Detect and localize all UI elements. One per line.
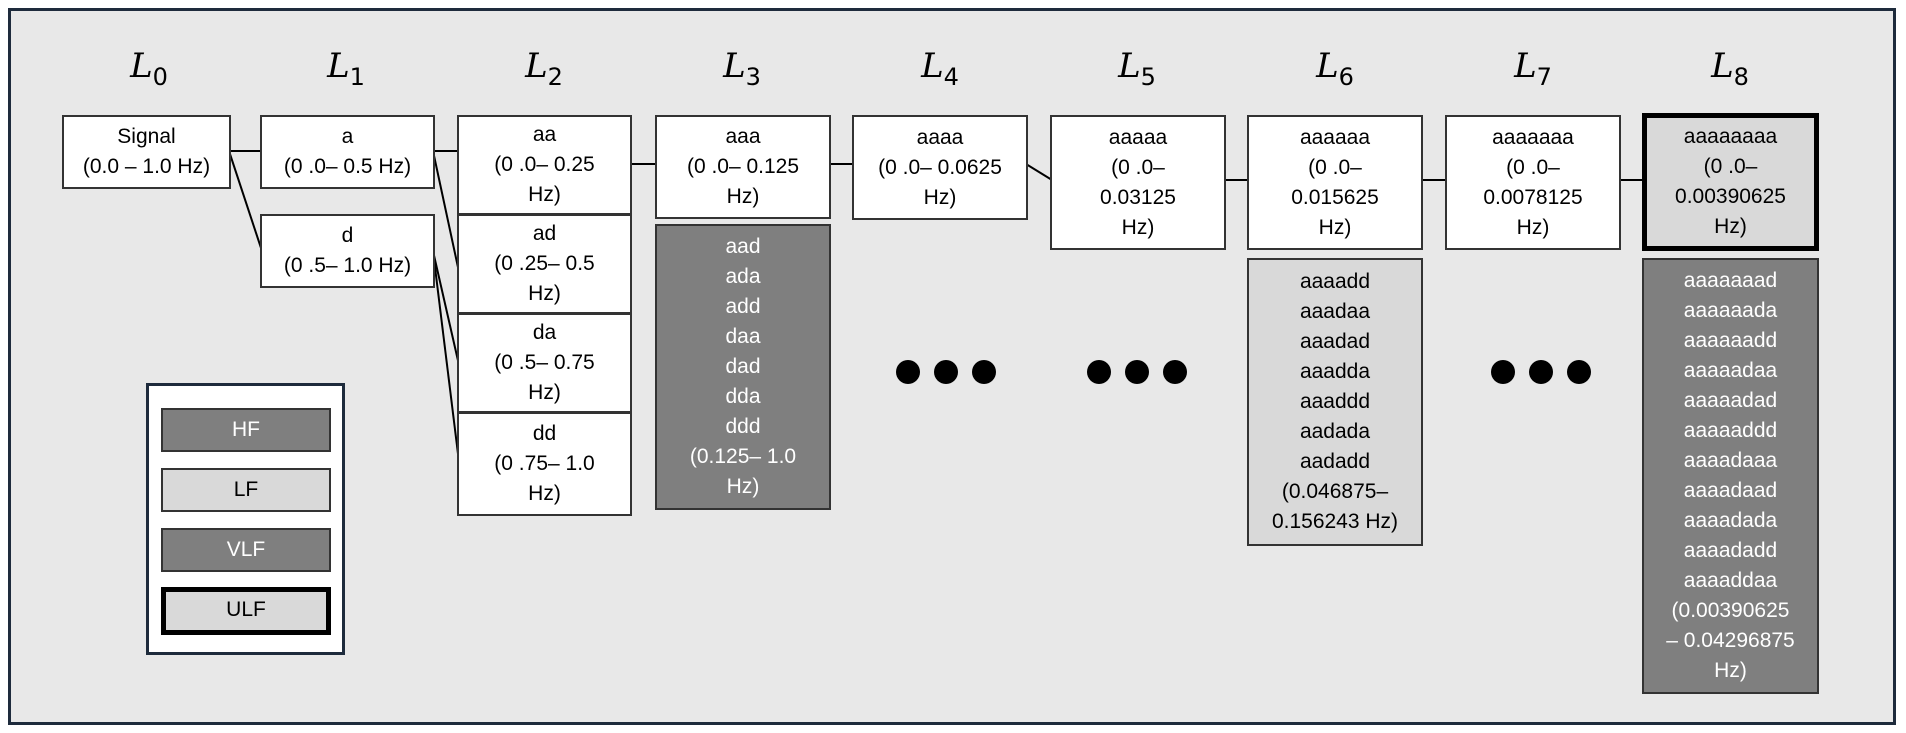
level-label-l1: L1 (327, 46, 365, 91)
node-aaaa: aaaa (0 .0– 0.0625 Hz) (852, 115, 1028, 220)
level-label-l4: L4 (921, 46, 959, 91)
group-l8-vlf: aaaaaaad aaaaaada aaaaaadd aaaaadaa aaaa… (1642, 258, 1819, 694)
node-a: a (0 .0– 0.5 Hz) (260, 115, 435, 189)
ellipsis-dots-l5 (1087, 360, 1187, 384)
legend-label-vlf: VLF (226, 538, 266, 561)
node-d: d (0 .5– 1.0 Hz) (260, 214, 435, 288)
level-label-l5: L5 (1118, 46, 1156, 91)
node-range: (0 .0– 0.00390625 Hz) (1675, 155, 1786, 238)
node-aaaaaaa: aaaaaaa (0 .0– 0.0078125 Hz) (1445, 115, 1621, 250)
node-range: (0.0 – 1.0 Hz) (82, 155, 211, 178)
level-label-l6: L6 (1316, 46, 1354, 91)
legend-item-hf: HF (161, 408, 331, 452)
node-aa: aa (0 .0– 0.25 Hz) (457, 115, 632, 215)
dot (1491, 360, 1515, 384)
legend-label-ulf: ULF (226, 598, 266, 621)
dot (1125, 360, 1149, 384)
level-label-l2: L2 (525, 46, 563, 91)
node-range: (0 .0– 0.5 Hz) (283, 155, 412, 178)
link-d-da (432, 250, 460, 366)
group-list: aaaadd aaadaa aaadad aaadda aaaddd aadad… (1271, 270, 1399, 533)
level-label-l3: L3 (723, 46, 761, 91)
node-code: Signal (117, 125, 176, 148)
ellipsis-dots-l7 (1491, 360, 1591, 384)
link-a-ad (432, 150, 460, 273)
node-aaaaaaaa: aaaaaaaa (0 .0– 0.00390625 Hz) (1642, 113, 1819, 251)
node-range: (0 .0– 0.25 Hz) (494, 153, 595, 206)
node-range: (0 .5– 0.75 Hz) (494, 351, 595, 404)
legend-label-lf: LF (233, 478, 259, 501)
node-ad: ad (0 .25– 0.5 Hz) (457, 214, 632, 314)
link-aaaa-aaaaa (1025, 163, 1053, 181)
node-code: aa (532, 123, 557, 146)
node-da: da (0 .5– 0.75 Hz) (457, 313, 632, 413)
node-range: (0 .25– 0.5 Hz) (494, 252, 595, 305)
node-code: aaaa (916, 125, 964, 149)
legend-item-vlf: VLF (161, 528, 331, 572)
node-range: (0 .0– 0.0078125 Hz) (1483, 155, 1583, 239)
node-code: aaaaaaaa (1683, 125, 1778, 148)
link-signal-d (228, 150, 263, 252)
dot (972, 360, 996, 384)
node-range: (0 .0– 0.03125 Hz) (1100, 155, 1176, 239)
ellipsis-dots-l4 (896, 360, 996, 384)
dot (896, 360, 920, 384)
group-l6-lf: aaaadd aaadaa aaadad aaadda aaaddd aadad… (1247, 258, 1423, 546)
legend-item-lf: LF (161, 468, 331, 512)
node-range: (0 .0– 0.015625 Hz) (1291, 155, 1379, 239)
node-code: dd (532, 422, 557, 445)
node-range: (0 .0– 0.125 Hz) (686, 155, 800, 208)
node-signal: Signal (0.0 – 1.0 Hz) (62, 115, 231, 189)
node-code: ad (532, 222, 557, 245)
dot (1163, 360, 1187, 384)
node-aaaaaa: aaaaaa (0 .0– 0.015625 Hz) (1247, 115, 1423, 250)
legend-item-ulf: ULF (161, 587, 331, 635)
node-aaaaa: aaaaa (0 .0– 0.03125 Hz) (1050, 115, 1226, 250)
node-code: aaaaaaa (1492, 125, 1574, 149)
group-list: aad ada add daa dad dda ddd (0.125– 1.0 … (689, 235, 797, 498)
level-label-l7: L7 (1514, 46, 1552, 91)
level-label-l0: L0 (130, 46, 168, 91)
node-code: a (341, 125, 354, 148)
node-range: (0 .5– 1.0 Hz) (283, 254, 412, 277)
legend: HF LF VLF ULF (146, 383, 345, 655)
node-aaa: aaa (0 .0– 0.125 Hz) (655, 115, 831, 219)
dot (1567, 360, 1591, 384)
node-code: aaa (725, 125, 761, 148)
group-list: aaaaaaad aaaaaada aaaaaadd aaaaadaa aaaa… (1666, 269, 1795, 682)
node-code: da (532, 321, 557, 344)
node-range: (0 .75– 1.0 Hz) (494, 452, 595, 505)
node-range: (0 .0– 0.0625 Hz) (878, 155, 1002, 209)
group-l3-hf: aad ada add daa dad dda ddd (0.125– 1.0 … (655, 224, 831, 510)
node-code: aaaaaa (1299, 125, 1371, 149)
legend-label-hf: HF (232, 418, 260, 441)
node-code: d (341, 224, 354, 247)
dot (1529, 360, 1553, 384)
link-d-dd (432, 250, 460, 463)
dot (1087, 360, 1111, 384)
node-dd: dd (0 .75– 1.0 Hz) (457, 412, 632, 516)
node-code: aaaaa (1108, 125, 1168, 149)
level-label-l8: L8 (1711, 46, 1749, 91)
dot (934, 360, 958, 384)
